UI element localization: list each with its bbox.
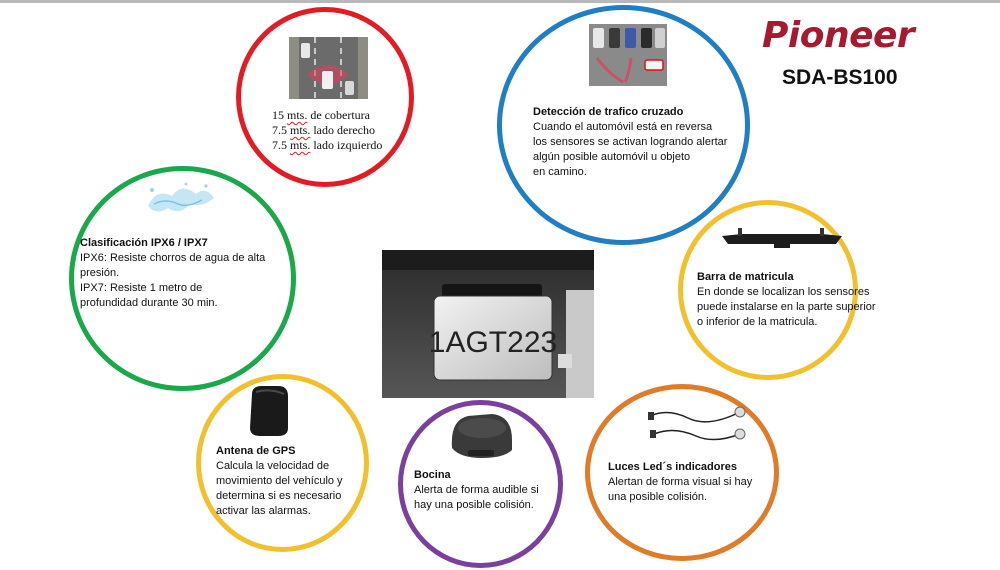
coverage-left-value: 7.5 <box>272 138 287 152</box>
cross-traffic-line: Cuando el automóvil está en reversa <box>533 121 713 133</box>
coverage-total-label: de cobertura <box>307 108 370 122</box>
plate-bar-line: o inferior de la matricula. <box>697 316 818 328</box>
leds-text: Luces Led´s indicadores Alertan de forma… <box>608 460 752 505</box>
pioneer-logo: Pioneer <box>762 15 915 56</box>
water-splash-image <box>148 182 214 212</box>
top-border <box>0 0 1000 3</box>
plate-bar-title: Barra de matricula <box>697 271 794 283</box>
gps-title: Antena de GPS <box>216 445 296 457</box>
leds-line: una posible colisión. <box>608 491 708 503</box>
plate-bar-line: puede instalarse en la parte superior <box>697 301 876 313</box>
coverage-left-label: lado izquierdo <box>310 138 383 152</box>
cross-traffic-line: en camino. <box>533 166 587 178</box>
plate-bar-line: En donde se localizan los sensores <box>697 286 870 298</box>
speaker-text: Bocina Alerta de forma audible si hay un… <box>414 468 539 513</box>
gps-text: Antena de GPS Calcula la velocidad de mo… <box>216 444 343 519</box>
ip-rating-line: IPX7: Resiste 1 metro de <box>80 282 203 294</box>
speaker-line: hay una posible colisión. <box>414 499 534 511</box>
speaker-line: Alerta de forma audible si <box>414 484 539 496</box>
plate-bar-image <box>722 228 842 248</box>
cross-traffic-text: Detección de trafico cruzado Cuando el a… <box>533 105 727 180</box>
speaker-title: Bocina <box>414 469 451 481</box>
leds-circle <box>585 384 779 561</box>
coverage-total-value: 15 <box>272 108 284 122</box>
ip-rating-line: IPX6: Resiste chorros de agua de alta <box>80 252 266 264</box>
license-plate-photo: 1AGT223 <box>382 250 594 398</box>
cross-traffic-title: Detección de trafico cruzado <box>533 106 684 118</box>
ip-rating-text: Clasificación IPX6 / IPX7 IPX6: Resiste … <box>80 236 265 311</box>
coverage-right-label: lado derecho <box>310 123 375 137</box>
gps-line: movimiento del vehículo y <box>216 475 343 487</box>
speaker-image <box>451 414 512 458</box>
plate-bar-circle <box>678 200 858 380</box>
plate-bar-text: Barra de matricula En donde se localizan… <box>697 270 876 330</box>
ip-rating-line: presión. <box>80 267 120 279</box>
gps-line: Calcula la velocidad de <box>216 460 330 472</box>
plate-number: 1AGT223 <box>429 326 557 359</box>
coverage-text: 15 mts. de cobertura 7.5 mts. lado derec… <box>272 108 382 153</box>
road-coverage-image <box>289 37 368 99</box>
leds-title: Luces Led´s indicadores <box>608 461 737 473</box>
gps-line: determina si es necesario <box>216 490 342 502</box>
ip-rating-line: profundidad durante 30 min. <box>80 297 218 309</box>
coverage-left-unit: mts. <box>290 138 311 152</box>
gps-antenna-image <box>250 386 288 436</box>
coverage-total-unit: mts. <box>287 108 308 122</box>
coverage-right-value: 7.5 <box>272 123 287 137</box>
coverage-right-unit: mts. <box>290 123 311 137</box>
leds-line: Alertan de forma visual si hay <box>608 476 753 488</box>
gps-circle <box>196 374 369 552</box>
gps-line: activar las alarmas. <box>216 505 311 517</box>
led-indicators-image <box>648 406 746 441</box>
parking-lot-image <box>589 24 667 86</box>
ip-rating-title: Clasificación IPX6 / IPX7 <box>80 237 208 249</box>
cross-traffic-line: algún posible automóvil u objeto <box>533 151 691 163</box>
cross-traffic-line: los sensores se activan logrando alertar <box>533 136 728 148</box>
model-number: SDA-BS100 <box>782 66 898 89</box>
